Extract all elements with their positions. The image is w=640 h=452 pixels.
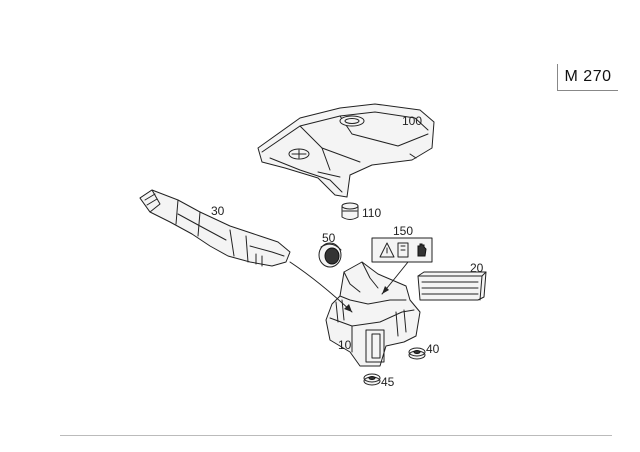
rubber-mount-part[interactable] (408, 347, 426, 360)
footer-divider (60, 435, 612, 436)
warning-label-part[interactable] (371, 237, 433, 263)
callout-30: 30 (211, 204, 225, 218)
callout-100: 100 (402, 114, 423, 128)
callout-20: 20 (470, 261, 484, 275)
callout-40: 40 (426, 342, 440, 356)
engine-code-badge: M 270 (557, 64, 618, 91)
grommet-part[interactable] (341, 202, 359, 220)
callout-10: 10 (338, 338, 352, 352)
assembly-arrows (289, 261, 409, 313)
rubber-mount-45-part[interactable] (363, 373, 381, 386)
callout-110: 110 (362, 206, 382, 220)
engine-cover-part[interactable] (257, 103, 435, 198)
connector-hose-part[interactable] (318, 242, 342, 268)
air-filter-housing-part[interactable] (325, 261, 421, 367)
air-intake-duct-part[interactable] (139, 189, 291, 267)
air-filter-part[interactable] (417, 271, 487, 301)
callout-150: 150 (393, 224, 414, 238)
callout-50: 50 (322, 231, 336, 245)
callout-45: 45 (381, 375, 395, 389)
